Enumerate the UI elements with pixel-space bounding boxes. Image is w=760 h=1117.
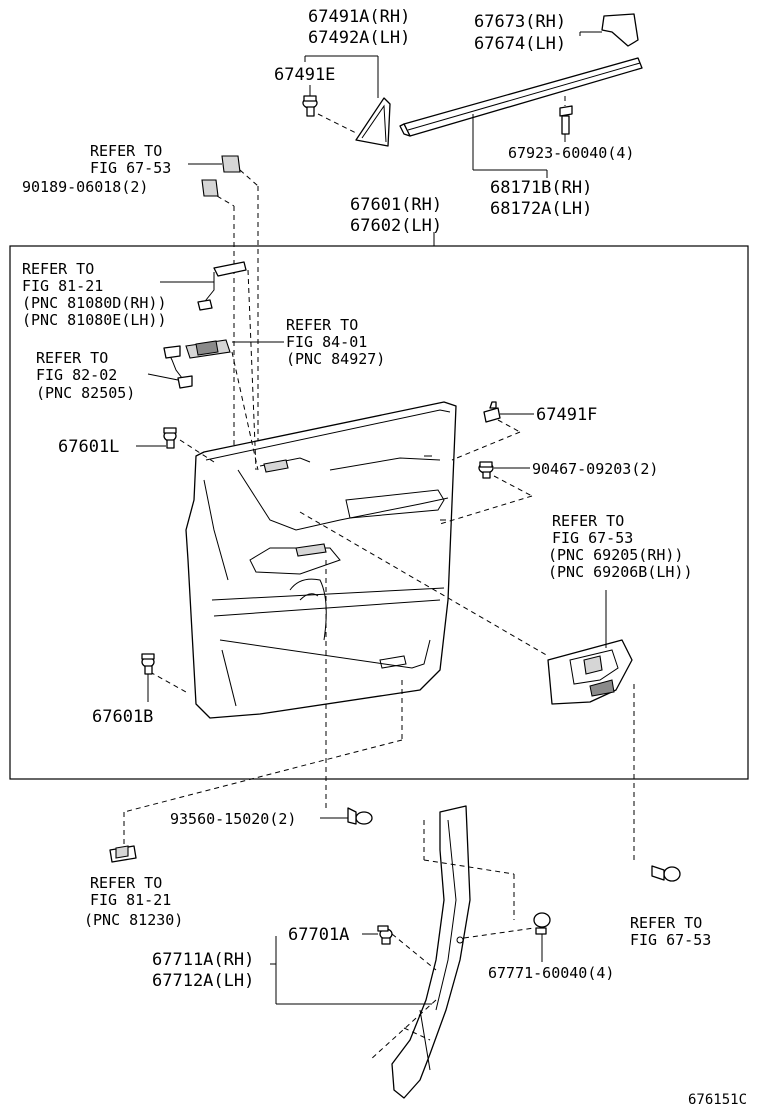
- clip-67701a: [362, 925, 393, 945]
- switch-84927: [185, 339, 284, 359]
- label-67701a: 67701A: [288, 925, 349, 945]
- label-ref-6753-bot-a: REFER TO: [630, 914, 702, 932]
- label-67601l: 67601L: [58, 437, 119, 457]
- label-67923: 67923-60040(4): [508, 144, 634, 162]
- label-67673-rh: 67673(RH): [474, 12, 566, 32]
- door-trim-assembly-frame: [9, 245, 749, 780]
- label-ref-6753-mid-d: (PNC 69206B(LH)): [548, 563, 693, 581]
- label-67602-lh: 67602(LH): [350, 216, 442, 236]
- label-67491f: 67491F: [536, 405, 597, 425]
- label-ref-6753-top-b: FIG 67-53: [90, 159, 171, 177]
- clip-67601b: [141, 653, 155, 702]
- switch-wire-81080: [160, 261, 247, 311]
- label-ref-8202-b: FIG 82-02: [36, 366, 117, 384]
- label-67601-rh: 67601(RH): [350, 195, 442, 215]
- label-ref-8401-a: REFER TO: [286, 316, 358, 334]
- label-90189: 90189-06018(2): [22, 178, 148, 196]
- leader-68171b: [472, 114, 548, 178]
- screw-ref-6753-bot: [651, 865, 681, 882]
- label-ref-8121-d: (PNC 81080E(LH)): [22, 311, 167, 329]
- label-ref-6753-bot-b: FIG 67-53: [630, 931, 711, 949]
- label-67711a-rh: 67711A(RH): [152, 950, 254, 970]
- label-ref-6753-mid-c: (PNC 69205(RH)): [548, 546, 683, 564]
- screw-90467: [478, 461, 530, 479]
- label-ref-6753-top-a: REFER TO: [90, 142, 162, 160]
- leader-67711a: [270, 936, 432, 1005]
- label-ref-8121-b: FIG 81-21: [22, 277, 103, 295]
- scuff-dashes: [369, 820, 535, 1061]
- label-67601b: 67601B: [92, 707, 153, 727]
- label-68172a-lh: 68172A(LH): [490, 199, 592, 219]
- label-93560: 93560-15020(2): [170, 810, 296, 828]
- label-ref-6753-mid-a: REFER TO: [552, 512, 624, 530]
- label-67492a-lh: 67492A(LH): [308, 28, 410, 48]
- diagram-id: 676151C: [688, 1092, 747, 1108]
- label-ref-81230-b: FIG 81-21: [90, 891, 171, 909]
- connector-lines: [123, 269, 635, 860]
- label-ref-8401-b: FIG 84-01: [286, 333, 367, 351]
- wire-82505: [147, 345, 193, 389]
- label-ref-8121-c: (PNC 81080D(RH)): [22, 294, 167, 312]
- label-67771: 67771-60040(4): [488, 964, 614, 982]
- clip-67601l: [136, 427, 177, 449]
- label-ref-8202-c: (PNC 82505): [36, 384, 135, 402]
- label-ref-8121-a: REFER TO: [22, 260, 94, 278]
- label-ref-8401-c: (PNC 84927): [286, 350, 385, 368]
- connector-81230: [109, 845, 137, 863]
- leader-67491a: [304, 55, 379, 98]
- block-ref-6753-top: [188, 155, 259, 470]
- label-ref-6753-mid-b: FIG 67-53: [552, 529, 633, 547]
- label-ref-81230-c: (PNC 81230): [84, 911, 183, 929]
- label-67712a-lh: 67712A(LH): [152, 971, 254, 991]
- label-67674-lh: 67674(LH): [474, 34, 566, 54]
- label-ref-8202-a: REFER TO: [36, 349, 108, 367]
- label-67491a-rh: 67491A(RH): [308, 7, 410, 27]
- clip-67923: [559, 96, 573, 142]
- door-trim-panel: [185, 401, 457, 719]
- clip-67491e: [302, 85, 359, 135]
- door-handle-bezel: [547, 590, 633, 705]
- label-90467: 90467-09203(2): [532, 460, 658, 478]
- scuff-plate-part: [391, 805, 471, 1099]
- label-ref-81230-a: REFER TO: [90, 874, 162, 892]
- clip-67491f: [483, 401, 534, 423]
- screw-93560: [320, 807, 373, 825]
- label-67491e: 67491E: [274, 65, 335, 85]
- clip-67771: [533, 912, 551, 962]
- label-68171b-rh: 68171B(RH): [490, 178, 592, 198]
- weatherstrip-end-piece: [601, 13, 639, 47]
